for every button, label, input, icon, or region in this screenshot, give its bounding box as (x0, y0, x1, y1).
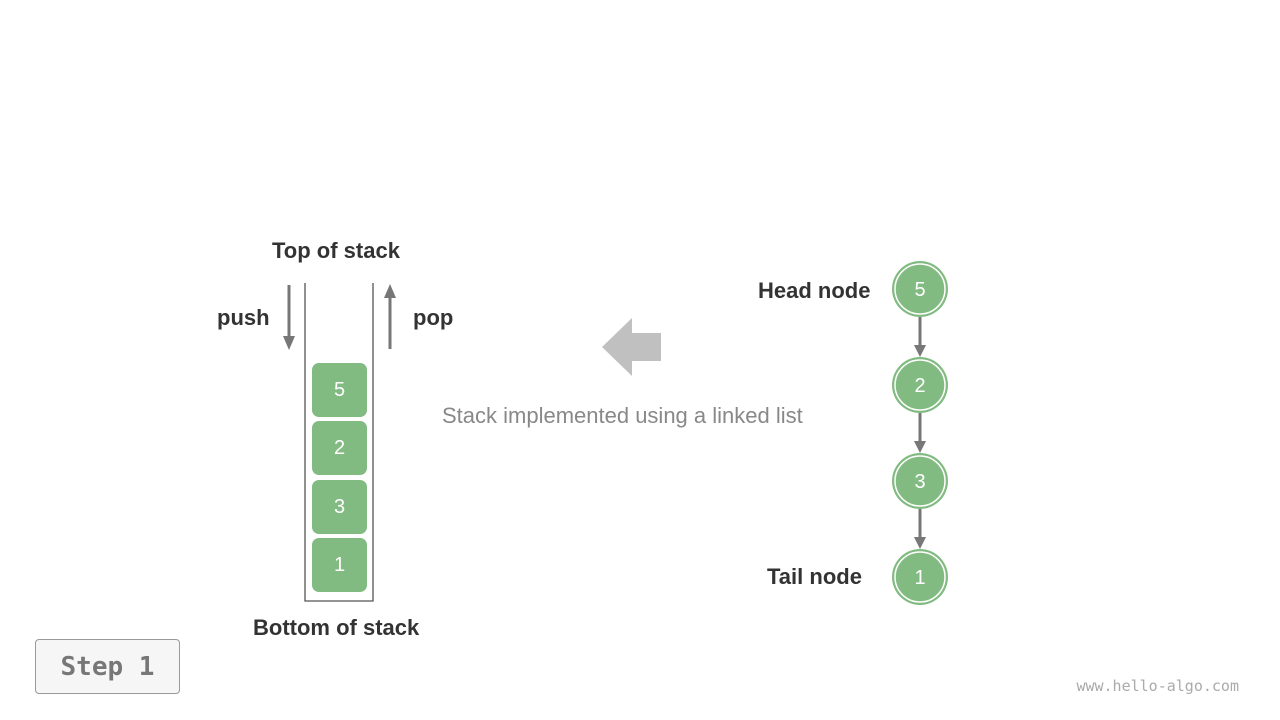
link-arrow (914, 509, 926, 549)
node-value: 2 (914, 375, 925, 397)
caption: Stack implemented using a linked list (442, 403, 803, 428)
stack-item: 1 (312, 538, 367, 592)
node-links (914, 317, 926, 549)
bottom-of-stack-label: Bottom of stack (253, 615, 420, 640)
stack-container (304, 283, 374, 602)
node-value: 3 (914, 471, 925, 493)
watermark: www.hello-algo.com (1076, 677, 1239, 695)
stack-item: 3 (312, 480, 367, 534)
list-node: 3 (892, 453, 948, 509)
list-node: 5 (892, 261, 948, 317)
left-arrow-icon (602, 318, 661, 376)
step-button[interactable]: Step 1 (35, 639, 180, 694)
link-arrow (914, 413, 926, 453)
top-of-stack-label: Top of stack (272, 238, 400, 263)
pop-label: pop (413, 305, 454, 330)
list-node: 2 (892, 357, 948, 413)
head-node-label: Head node (758, 278, 871, 303)
linked-list-nodes: 5 2 3 1 (892, 261, 948, 605)
stack-item: 5 (312, 363, 367, 417)
link-arrow (914, 317, 926, 357)
tail-node-label: Tail node (767, 564, 862, 589)
node-value: 1 (914, 567, 925, 589)
stack-item: 2 (312, 421, 367, 475)
push-arrow (283, 285, 295, 350)
pop-arrow (384, 284, 396, 349)
push-label: push (217, 305, 270, 330)
node-value: 5 (914, 279, 925, 301)
list-node: 1 (892, 549, 948, 605)
